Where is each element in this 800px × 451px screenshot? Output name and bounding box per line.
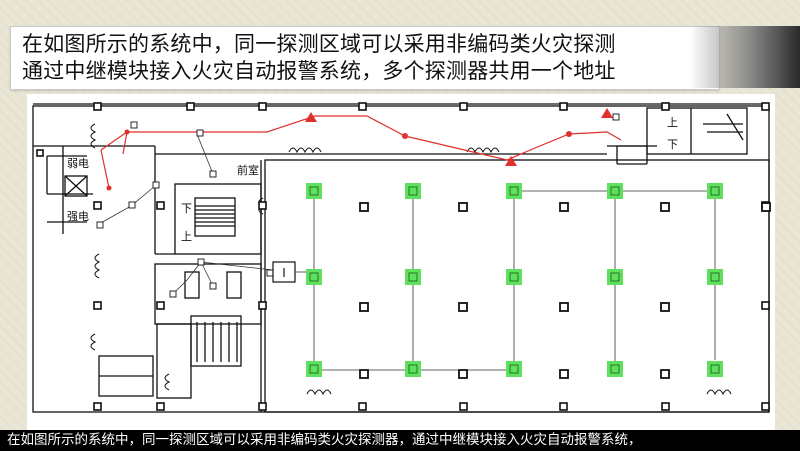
label-lobby: 前室 — [237, 163, 259, 177]
floor-plan-drawing: I — [32, 102, 771, 413]
wire-coils — [90, 123, 732, 396]
label-weak-electric: 弱电 — [67, 157, 89, 170]
subtitle-text: 在如图所示的系统中，同一探测区域可以采用非编码类火灾探测器，通过中继模块接入火灾… — [7, 432, 642, 448]
label-stair-down-right: 下 — [667, 138, 678, 151]
label-stair-up-right: 上 — [667, 116, 678, 129]
room-labels: 前室 弱电 强电 下 上 上 下 — [67, 116, 678, 243]
red-alarm-symbols — [106, 108, 613, 191]
floor-plan: I — [27, 94, 775, 430]
title-overflow-fade — [690, 26, 800, 88]
title-panel — [10, 26, 720, 90]
small-detectors-left — [96, 113, 620, 298]
subtitle-bar — [0, 430, 800, 451]
label-stair-up-left: 上 — [181, 230, 192, 243]
label-stair-down-left: 下 — [181, 202, 192, 215]
label-strong-electric: 强电 — [67, 210, 89, 223]
green-detectors — [306, 183, 723, 377]
red-bus-line — [100, 115, 622, 189]
hall-black-squares — [359, 202, 771, 379]
relay-module-label: I — [282, 266, 286, 280]
title-line-1: 在如图所示的系统中，同一探测区域可以采用非编码类火灾探测 — [22, 32, 616, 56]
column-markers — [36, 102, 770, 411]
title-line-2: 通过中继模块接入火灾自动报警系统，多个探测器共用一个地址 — [22, 59, 616, 83]
walls — [32, 103, 770, 413]
